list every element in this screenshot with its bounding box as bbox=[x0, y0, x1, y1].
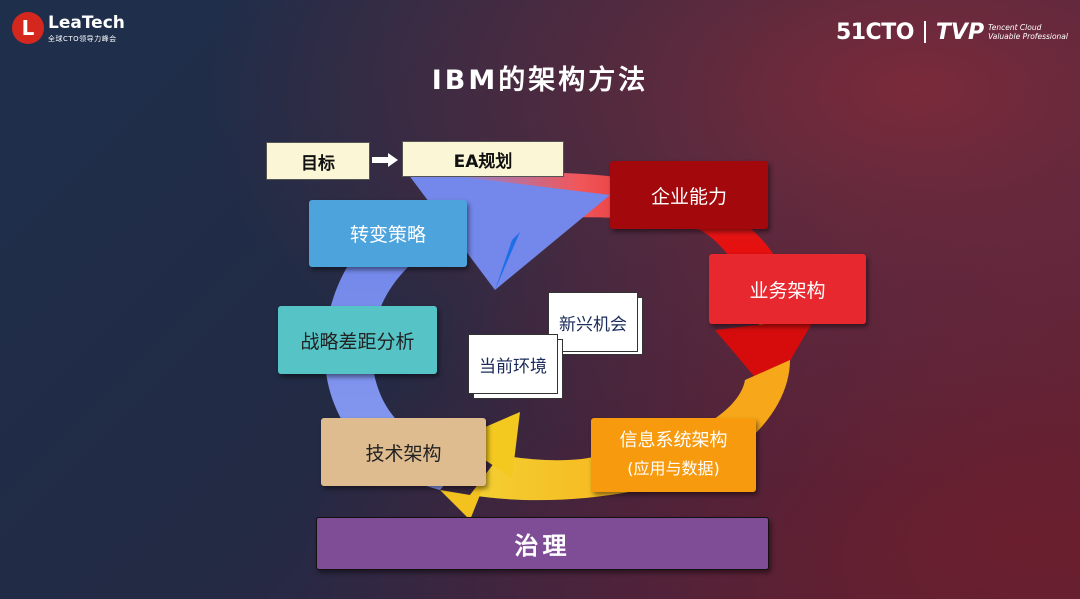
info-system-architecture-subtitle: (应用与数据) bbox=[627, 459, 720, 478]
leatech-logo-name: LeaTech bbox=[48, 13, 125, 33]
enterprise-capability-label: 企业能力 bbox=[650, 185, 727, 208]
business-architecture-box: 业务架构 bbox=[709, 254, 866, 324]
technical-architecture-box: 技术架构 bbox=[321, 418, 486, 486]
governance-bar: 治理 bbox=[316, 517, 769, 570]
cycle-arrowhead-yellow bbox=[455, 412, 520, 478]
goal-tag: 目标 bbox=[266, 142, 370, 180]
arrow-right-icon bbox=[372, 153, 398, 167]
tvp-logo: TVP bbox=[935, 19, 985, 45]
strategy-gap-analysis-label: 战略差距分析 bbox=[300, 330, 415, 353]
business-architecture-label: 业务架构 bbox=[749, 279, 826, 302]
leatech-logo: L LeaTech 全球CTO领导力峰会 bbox=[12, 12, 132, 48]
tencent-cloud-line1: Tencent Cloud bbox=[988, 23, 1042, 32]
technical-architecture-label: 技术架构 bbox=[365, 442, 442, 465]
leatech-logo-mark: L bbox=[12, 12, 44, 44]
slide-title: IBM的架构方法 bbox=[431, 65, 649, 96]
ea-plan-tag: EA规划 bbox=[402, 141, 564, 177]
logo-divider bbox=[923, 21, 926, 43]
strategy-gap-analysis-box: 战略差距分析 bbox=[278, 306, 437, 374]
current-environment-note: 当前环境 bbox=[468, 334, 558, 394]
cycle-tail-bottom-left bbox=[440, 470, 490, 520]
emerging-opportunities-label: 新兴机会 bbox=[559, 314, 627, 335]
partner-logos: 51CTO TVP Tencent Cloud Valuable Profess… bbox=[836, 18, 1068, 46]
51cto-logo: 51CTO bbox=[835, 19, 914, 45]
tencent-cloud-line2: Valuable Professional bbox=[988, 32, 1068, 41]
transformation-strategy-box: 转变策略 bbox=[309, 200, 467, 267]
leatech-logo-subtitle: 全球CTO领导力峰会 bbox=[48, 35, 117, 43]
cycle-arrowhead-red bbox=[715, 318, 815, 395]
current-environment-label: 当前环境 bbox=[479, 356, 547, 377]
governance-label: 治理 bbox=[514, 532, 571, 560]
tencent-cloud-text: Tencent Cloud Valuable Professional bbox=[988, 23, 1068, 41]
info-system-architecture-label: 信息系统架构 bbox=[619, 430, 728, 451]
enterprise-capability-box: 企业能力 bbox=[610, 161, 768, 229]
transformation-strategy-label: 转变策略 bbox=[349, 224, 426, 246]
info-system-architecture-box: 信息系统架构 (应用与数据) bbox=[591, 418, 756, 492]
emerging-opportunities-note: 新兴机会 bbox=[548, 292, 638, 352]
cycle-arrowhead-blue-edge bbox=[495, 232, 520, 290]
